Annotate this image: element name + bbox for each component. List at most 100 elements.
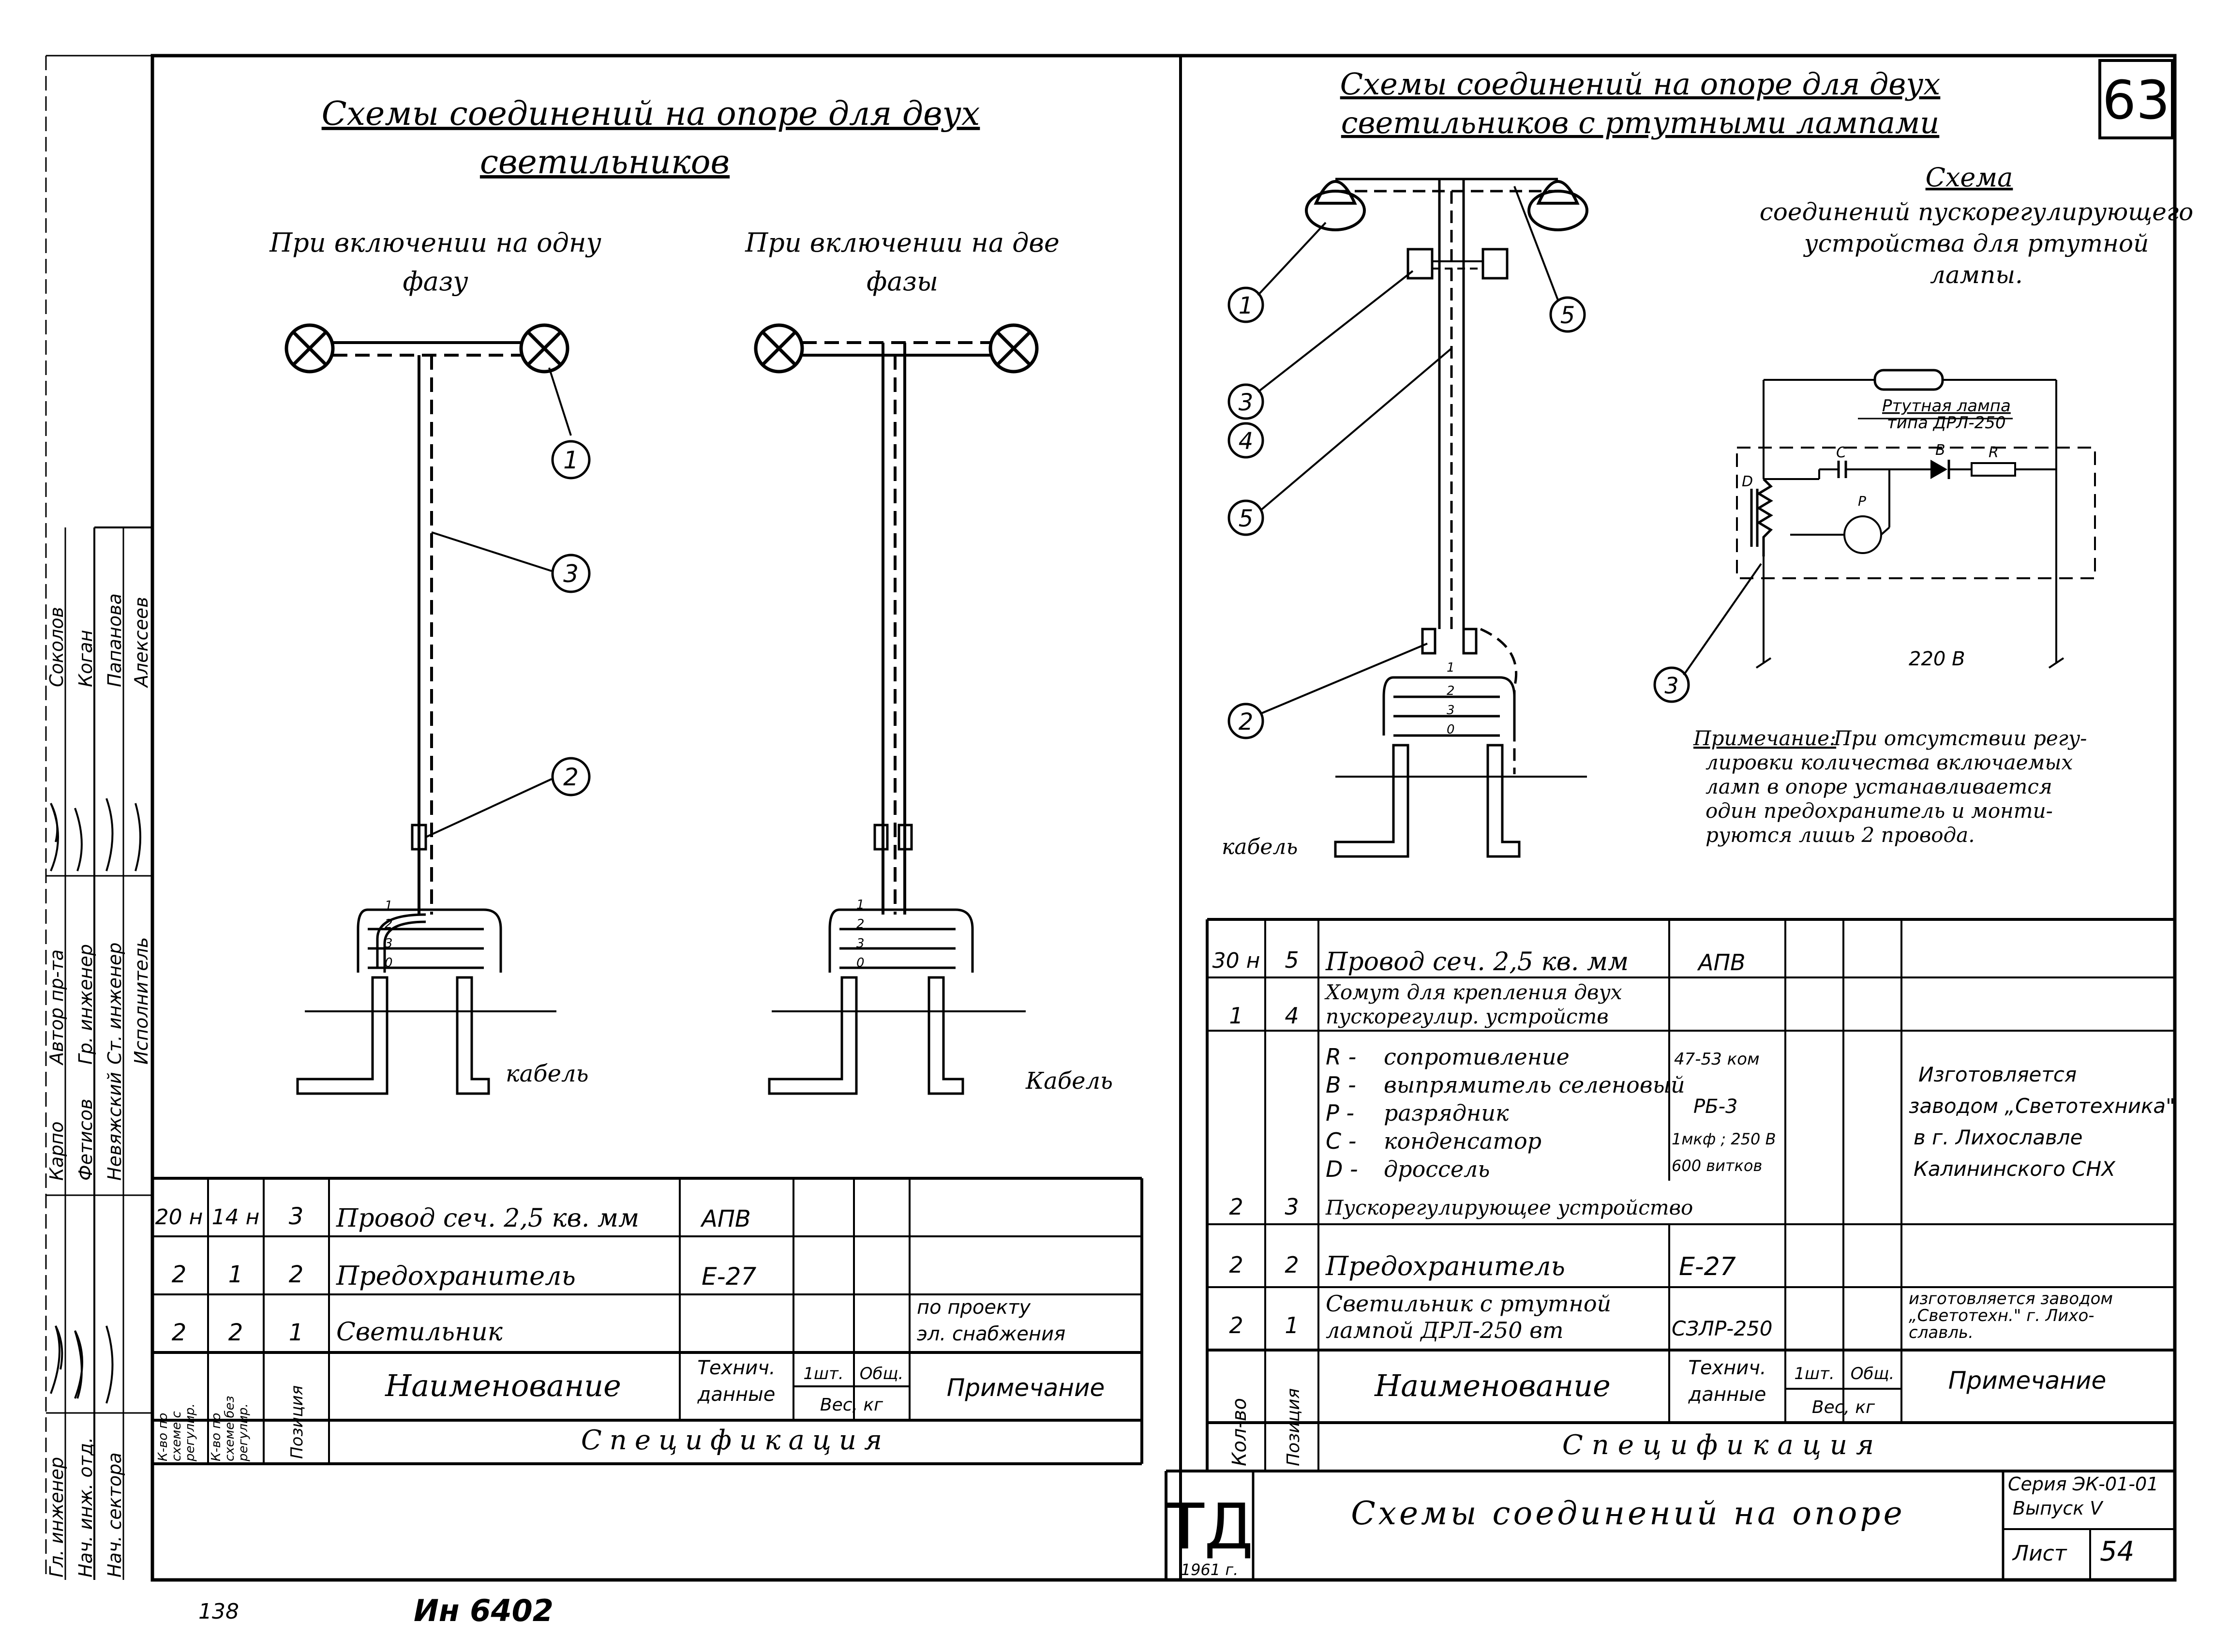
spec-tech: Е-27	[1679, 1252, 1736, 1281]
choke-symbol	[1756, 478, 1773, 556]
series-l1: Серия ЭК-01-01	[2008, 1473, 2158, 1495]
note-line: ламп в опоре устанавливается	[1705, 775, 2052, 798]
comp-sym: С -	[1326, 1128, 1356, 1154]
header-note: Примечание	[1948, 1367, 2106, 1395]
comp-name: сопротивление	[1384, 1044, 1570, 1070]
mercury-lamp-symbol	[1873, 369, 1944, 391]
header-weight1: 1шт.	[1794, 1364, 1834, 1383]
spec-name-l1: Светильник с ртутной	[1326, 1291, 1611, 1317]
wire-mark: 3	[856, 936, 865, 951]
spec-qty2: 1	[228, 1261, 243, 1288]
pole-diagram-two-phase: 1 2 3 0 Кабель	[756, 325, 1113, 1095]
spec-name: Провод сеч. 2,5 кв. мм	[336, 1204, 639, 1233]
wire-mark: 1	[1447, 661, 1455, 675]
stamp-role: Нач. инж. отд.	[75, 1437, 96, 1577]
stamp-name: Карпо	[46, 1122, 67, 1181]
header-weight2: Общ.	[1851, 1364, 1895, 1383]
cable-label: кабель	[1222, 835, 1298, 859]
spec-name: Светильник	[336, 1318, 503, 1347]
side-stamp: Гл. инженер Нач. инж. отд. Нач. сектора …	[46, 526, 152, 1580]
stamp-role: Гл. инженер	[46, 1457, 67, 1577]
callout-3: 3	[563, 560, 579, 588]
comp-tech: 600 витков	[1672, 1156, 1762, 1175]
stamp-name: Соколов	[46, 607, 67, 687]
diode-symbol	[1930, 460, 1947, 479]
header-weight1: 1шт.	[803, 1364, 843, 1383]
spec-qty2: 14 н	[212, 1205, 260, 1230]
wire-mark: 2	[856, 917, 865, 931]
sheet-number-box: 63	[2098, 59, 2174, 139]
spec-pos: 5	[1285, 947, 1299, 973]
stamp-role: Ст. инженер	[104, 943, 125, 1065]
sheet-frame	[45, 54, 2177, 1582]
spec-pos: 1	[289, 1319, 304, 1346]
spark-gap-symbol	[1843, 515, 1882, 554]
page-number-bottom: 138	[198, 1599, 239, 1624]
series-l2: Выпуск V	[2013, 1498, 2104, 1519]
spec-pos: 4	[1285, 1003, 1299, 1029]
spec-note-l1: по проекту	[917, 1296, 1031, 1319]
right-title-line2: светильников с ртутными лампами	[1341, 105, 1940, 140]
ballast-desc-l3: лампы.	[1930, 261, 2023, 289]
header-name: Наименование	[1374, 1368, 1611, 1403]
spec-tech: АПВ	[1697, 949, 1746, 976]
spec-pos: 2	[289, 1261, 304, 1288]
luminaire-left-icon	[756, 325, 802, 372]
note-line: При отсутствии регу-	[1833, 726, 2087, 750]
year: 1961 г.	[1181, 1561, 1239, 1579]
sheet-label: Лист	[2012, 1541, 2067, 1566]
comp-sym: В -	[1326, 1072, 1356, 1098]
header-qty: Кол-во	[1228, 1398, 1251, 1466]
label-D: D	[1742, 473, 1753, 490]
drawing-title: Схемы соединений на опоре	[1351, 1495, 1905, 1532]
spec-pos: 1	[1285, 1312, 1299, 1338]
wire-mark: 1	[385, 899, 393, 913]
pole-diagram-one-phase: 1 2 3 0 кабель 1 3 2	[286, 325, 591, 1095]
spec-name-l2: пускорегулир. устройств	[1326, 1005, 1609, 1028]
spec-qty1: 2	[172, 1319, 187, 1346]
spec-footer: Спецификация	[1562, 1429, 1883, 1461]
callout-4: 4	[1239, 428, 1254, 455]
spec-name-l2: лампой ДРЛ-250 вт	[1326, 1317, 1564, 1343]
header-tech-l2: данные	[697, 1383, 776, 1406]
spec-qty1: 2	[172, 1261, 187, 1288]
ballast-box-right	[1481, 248, 1509, 280]
header-qty1-l2: схеме с	[169, 1411, 184, 1461]
cable-label: кабель	[506, 1060, 589, 1087]
header-qty2-l3: регулир.	[236, 1403, 251, 1462]
header-weight-unit: Вес, кг	[1812, 1397, 1875, 1417]
spec-pos: 3	[1285, 1194, 1299, 1220]
stamp-name: Папанова	[104, 593, 125, 687]
stamp-role: Автор пр-та	[46, 949, 67, 1066]
callout-3: 3	[1239, 389, 1254, 416]
left-titles: Схемы соединений на опоре для двух свети…	[269, 95, 1060, 297]
callout-5: 5	[1560, 302, 1575, 329]
wire-mark: 3	[1447, 703, 1455, 718]
comp-name: дроссель	[1384, 1156, 1490, 1182]
note-line: один предохранитель и монти-	[1705, 799, 2053, 823]
comp-sym: D -	[1326, 1156, 1358, 1182]
spec-note: изготовляется заводом	[1909, 1289, 2113, 1308]
voltage-label: 220 В	[1909, 648, 1965, 670]
comp-name: конденсатор	[1384, 1128, 1541, 1154]
callout-5b: 5	[1239, 505, 1254, 532]
stamp-role: Гр. инженер	[75, 944, 96, 1065]
inventory-number: Ин 6402	[414, 1593, 554, 1628]
stamp-name: Алексеев	[131, 597, 152, 689]
note-line: руются лишь 2 провода.	[1705, 823, 1975, 847]
header-pos: Позиция	[1284, 1388, 1303, 1466]
spec-name: Провод сеч. 2,5 кв. мм	[1325, 947, 1629, 976]
spec-name-l1: Хомут для крепления двух	[1324, 980, 1622, 1004]
callout-3: 3	[1664, 673, 1678, 699]
header-note: Примечание	[947, 1374, 1105, 1402]
spec-qty: 2	[1229, 1312, 1243, 1338]
spec-name: Предохранитель	[1325, 1251, 1565, 1281]
wire-mark: 0	[1447, 722, 1455, 737]
luminaire-left-icon	[286, 325, 333, 372]
callout-1: 1	[563, 446, 579, 474]
signature-scribble	[50, 798, 141, 871]
pole-diagram-mercury: 1 2 3 0 кабель 1 5 3 4 5 2	[1222, 178, 1588, 859]
spec-note-l2: эл. снабжения	[917, 1323, 1065, 1345]
stamp-name: Коган	[75, 630, 96, 687]
left-title-line2: светильников	[480, 143, 730, 181]
